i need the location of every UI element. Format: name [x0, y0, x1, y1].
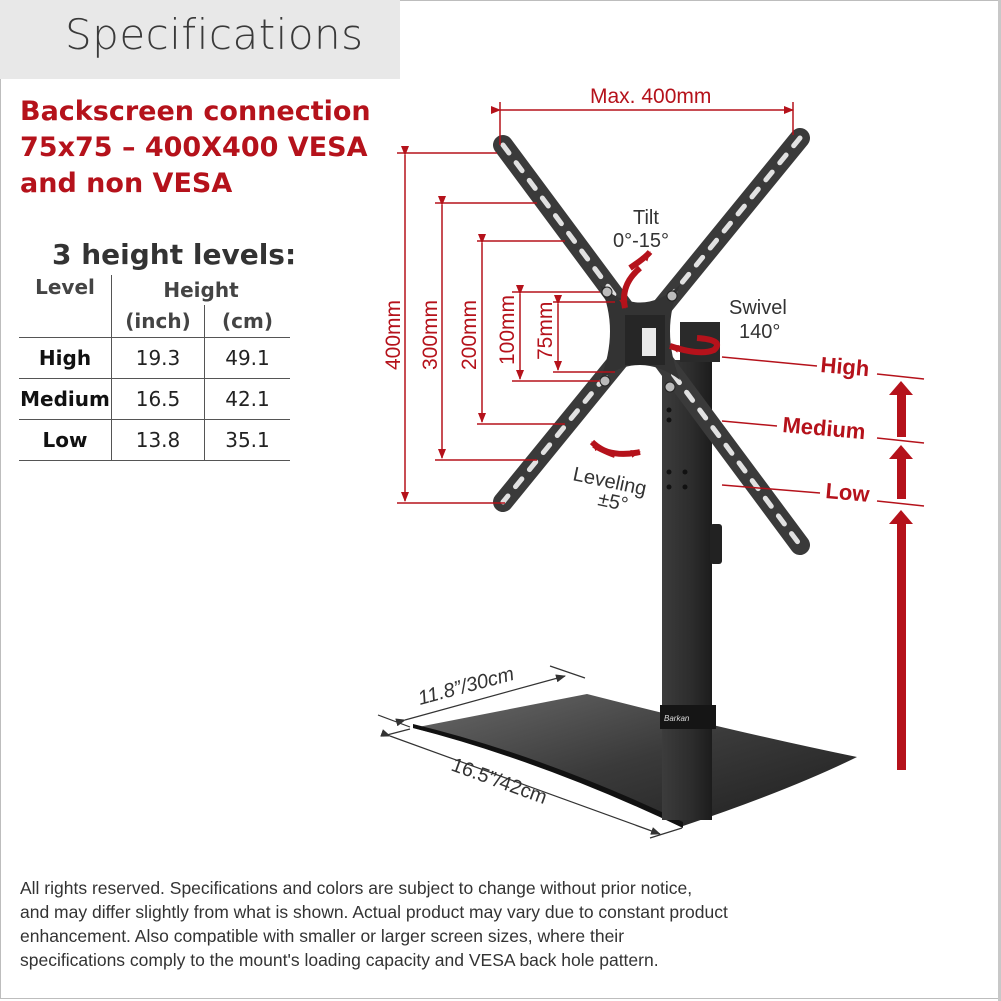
level-medium-label: Medium [782, 412, 867, 444]
dim-300: 300mm [419, 300, 442, 370]
level-low-label: Low [825, 478, 872, 507]
col-level: Level [19, 275, 112, 338]
connection-line-3: and non VESA [20, 168, 233, 199]
page-title: Specifications [65, 10, 364, 59]
height-cm: 49.1 [204, 337, 290, 379]
pole: Barkan [660, 322, 722, 820]
col-cm: (cm) [222, 309, 273, 333]
table-row: High 19.3 49.1 [19, 337, 290, 379]
base-dimensions [377, 665, 683, 839]
connection-line-1: Backscreen connection [20, 96, 371, 127]
disclaimer-line-3: enhancement. Also compatible with smalle… [20, 926, 625, 946]
table-row: Medium 16.5 42.1 [19, 378, 290, 420]
height-inch: 19.3 [111, 337, 205, 379]
height-cm: 35.1 [204, 419, 290, 461]
connection-heading: Backscreen connection 75x75 – 400X400 VE… [20, 94, 371, 202]
diagram-labels: Max. 400mm 400mm 300mm 200mm 100mm 75mm … [382, 85, 871, 809]
col-height: Height [163, 278, 239, 302]
connection-line-2: 75x75 – 400X400 VESA [20, 132, 368, 163]
swivel-value: 140° [739, 321, 780, 343]
max-width-label: Max. 400mm [590, 85, 711, 108]
table-row: Low 13.8 35.1 [19, 419, 290, 461]
levels-title: 3 height levels: [52, 238, 297, 271]
dim-200: 200mm [458, 300, 481, 370]
page-edge [998, 0, 1001, 1001]
dim-75: 75mm [534, 302, 557, 360]
height-inch: 16.5 [111, 378, 205, 420]
dim-400: 400mm [382, 300, 405, 370]
tilt-label: Tilt [633, 207, 659, 229]
disclaimer-line-4: specifications comply to the mount's loa… [20, 950, 659, 970]
tilt-value: 0°-15° [613, 230, 669, 252]
disclaimer-line-2: and may differ slightly from what is sho… [20, 902, 728, 922]
brand-label: Barkan [664, 714, 690, 723]
swivel-label: Swivel [729, 297, 787, 319]
dimension-lines [397, 102, 925, 507]
level-high-label: High [820, 352, 871, 381]
disclaimer: All rights reserved. Specifications and … [20, 876, 980, 972]
level-name: High [19, 337, 112, 379]
disclaimer-line-1: All rights reserved. Specifications and … [20, 878, 693, 898]
height-arrows [889, 381, 913, 770]
dim-100: 100mm [496, 295, 519, 365]
level-name: Medium [19, 378, 112, 420]
col-inch: (inch) [111, 305, 205, 338]
height-inch: 13.8 [111, 419, 205, 461]
glass-base [413, 694, 857, 828]
height-cm: 42.1 [204, 378, 290, 420]
height-levels-table: Level Height (inch) (cm) High 19.3 49.1 … [19, 275, 290, 461]
motion-arrows [589, 250, 721, 458]
header-band: Specifications [0, 0, 400, 79]
level-name: Low [19, 419, 112, 461]
